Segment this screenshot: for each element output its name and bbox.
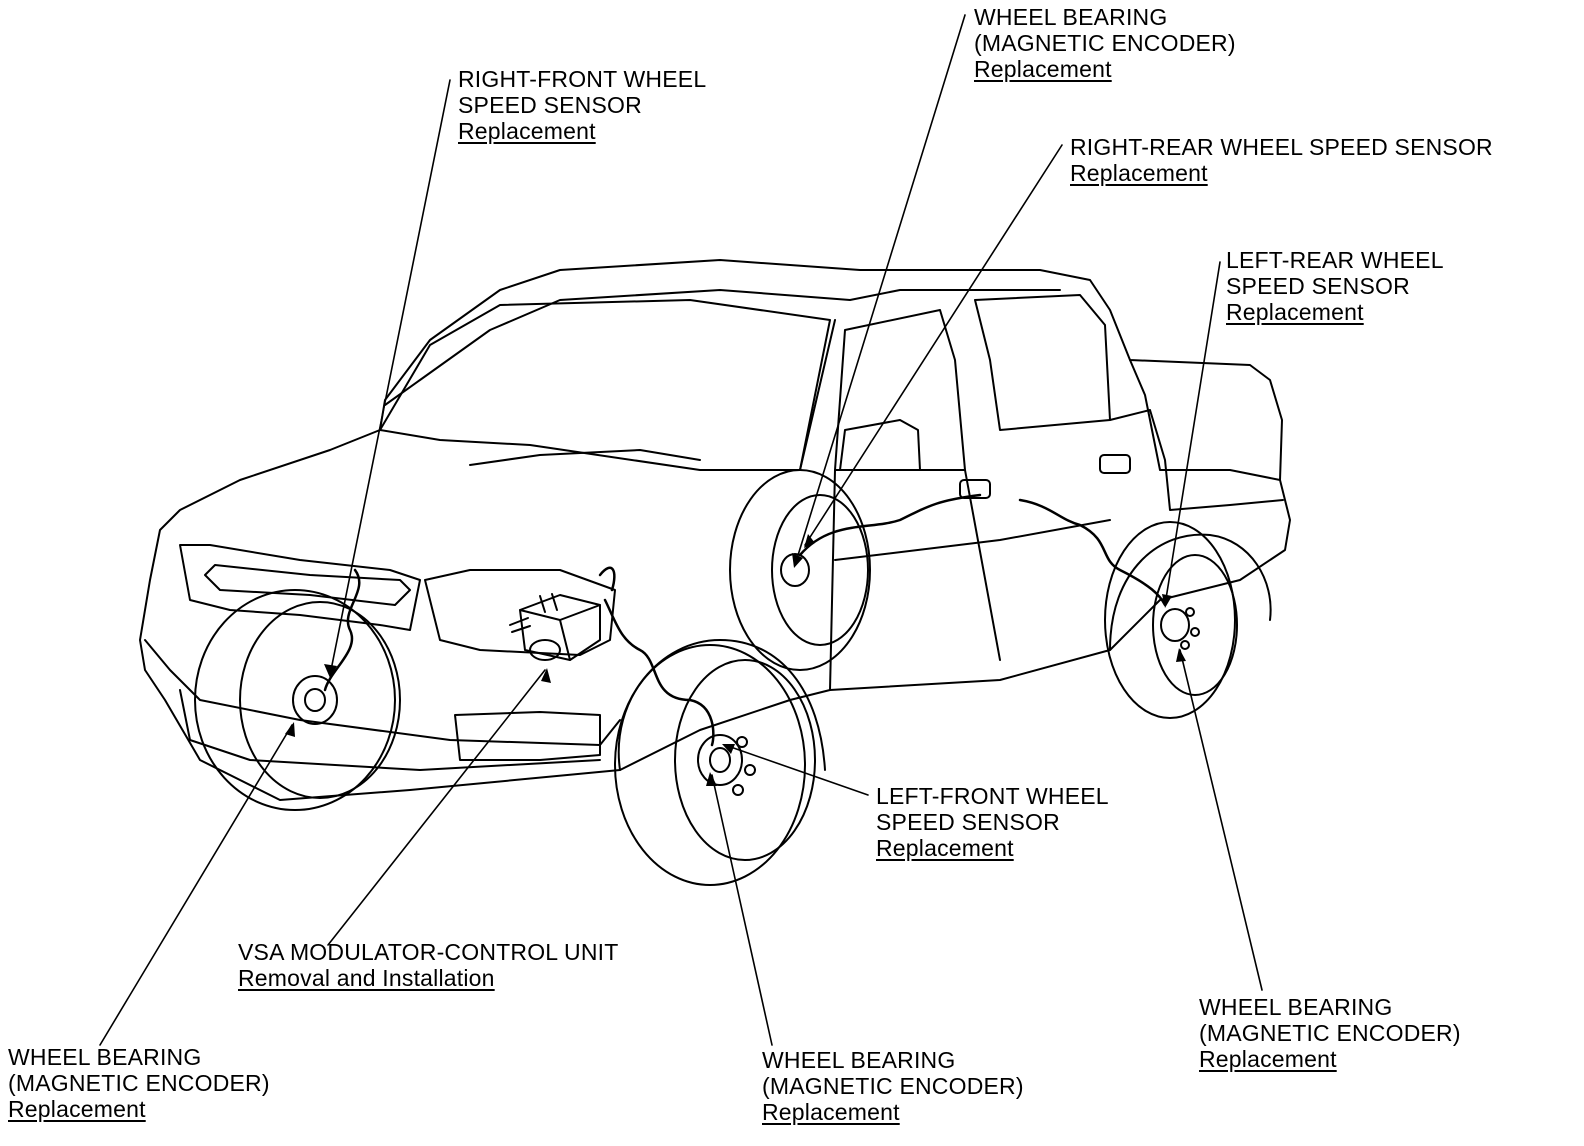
replacement-link[interactable]: Replacement (876, 835, 1014, 861)
replacement-link[interactable]: Replacement (1226, 299, 1364, 325)
callout-right-front-sensor: RIGHT-FRONT WHEEL SPEED SENSOR Replaceme… (458, 66, 706, 144)
callout-text: RIGHT-FRONT WHEEL (458, 66, 707, 92)
callout-text: WHEEL BEARING (762, 1047, 956, 1073)
rear-left-wheel (1104, 521, 1238, 719)
arrowhead-wb-top (792, 553, 803, 568)
replacement-link[interactable]: Replacement (458, 118, 596, 144)
callout-text: RIGHT-REAR WHEEL SPEED SENSOR (1070, 134, 1493, 160)
callout-text: WHEEL BEARING (974, 4, 1168, 30)
callout-text: VSA MODULATOR-CONTROL UNIT (238, 939, 619, 965)
truck-body (139, 259, 1291, 801)
callout-wheel-bearing-rear-right: WHEEL BEARING (MAGNETIC ENCODER) Replace… (1199, 994, 1461, 1072)
leader-lf-sensor (724, 744, 869, 796)
arrowhead-rr (804, 534, 815, 548)
callout-wheel-bearing-front-mid: WHEEL BEARING (MAGNETIC ENCODER) Replace… (762, 1047, 1024, 1125)
arrowhead-wb-rear-right (1176, 648, 1186, 662)
leader-wb-top (794, 14, 966, 566)
callout-text: (MAGNETIC ENCODER) (1199, 1020, 1461, 1046)
leader-wb-front-left (99, 724, 293, 1046)
callout-vsa-unit: VSA MODULATOR-CONTROL UNIT Removal and I… (238, 939, 618, 991)
removal-installation-link[interactable]: Removal and Installation (238, 965, 495, 991)
callout-left-front-sensor: LEFT-FRONT WHEEL SPEED SENSOR Replacemen… (876, 783, 1109, 861)
callout-left-rear-sensor: LEFT-REAR WHEEL SPEED SENSOR Replacement (1226, 247, 1444, 325)
callout-text: SPEED SENSOR (876, 809, 1060, 835)
callout-text: LEFT-FRONT WHEEL (876, 783, 1109, 809)
front-right-wheel (194, 589, 401, 811)
replacement-link[interactable]: Replacement (8, 1096, 146, 1122)
arrowhead-lr (1162, 594, 1172, 608)
callout-text: WHEEL BEARING (1199, 994, 1393, 1020)
leader-wb-rear-right (1179, 649, 1263, 991)
arrowhead-wb-front-left (285, 722, 295, 737)
leader-rf-sensor (329, 79, 451, 676)
leader-lr-sensor (1164, 261, 1221, 606)
arrowheads (285, 534, 1186, 786)
callout-text: SPEED SENSOR (458, 92, 642, 118)
callout-text: (MAGNETIC ENCODER) (8, 1070, 270, 1096)
leader-wb-front-mid (711, 774, 773, 1046)
leader-lines (99, 14, 1263, 1046)
replacement-link[interactable]: Replacement (974, 56, 1112, 82)
callout-right-rear-sensor: RIGHT-REAR WHEEL SPEED SENSOR Replacemen… (1070, 134, 1493, 186)
callout-wheel-bearing-front-left: WHEEL BEARING (MAGNETIC ENCODER) Replace… (8, 1044, 270, 1122)
callout-text: (MAGNETIC ENCODER) (762, 1073, 1024, 1099)
sensor-wiring (323, 493, 1167, 747)
arrowhead-lf (722, 744, 735, 754)
callout-wheel-bearing-top: WHEEL BEARING (MAGNETIC ENCODER) Replace… (974, 4, 1236, 82)
leader-rr-sensor (804, 144, 1063, 546)
arrowhead-rf (324, 664, 337, 678)
vsa-modulator-unit (509, 593, 601, 661)
leader-vsa (327, 669, 546, 946)
callout-text: LEFT-REAR WHEEL (1226, 247, 1444, 273)
rear-right-wheel (729, 469, 871, 671)
callout-text: SPEED SENSOR (1226, 273, 1410, 299)
callout-text: WHEEL BEARING (8, 1044, 202, 1070)
front-left-wheel (614, 644, 816, 886)
callout-text: (MAGNETIC ENCODER) (974, 30, 1236, 56)
arrowhead-wb-front-mid (706, 772, 717, 786)
arrowhead-vsa (541, 668, 551, 683)
replacement-link[interactable]: Replacement (1070, 160, 1208, 186)
replacement-link[interactable]: Replacement (1199, 1046, 1337, 1072)
replacement-link[interactable]: Replacement (762, 1099, 900, 1125)
